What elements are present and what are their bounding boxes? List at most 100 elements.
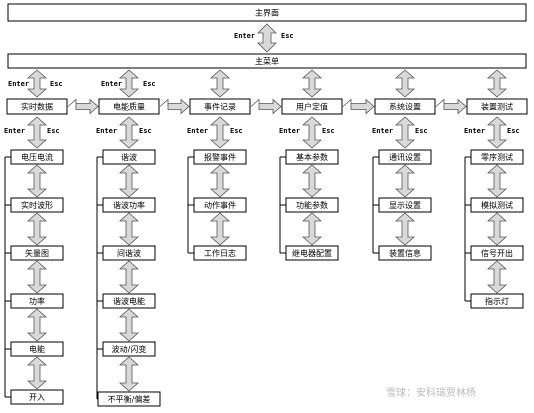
col3-item1-to-item2-arrow: [209, 164, 231, 198]
col6-item-enter-label: Enter: [464, 127, 485, 135]
main-to-menu-arrow: [257, 23, 277, 53]
col3-header-box: [189, 98, 251, 115]
col1-item3-to-item4-arrow: [26, 260, 48, 294]
col3-item3-label: 工作日志: [204, 248, 236, 258]
col1-header-box: [6, 98, 68, 115]
col5-header-label: 系统设置: [389, 102, 421, 112]
col4-item3-label: 继电器配置: [292, 248, 332, 258]
col5-item2-label: 显示设置: [389, 200, 421, 210]
main-menu-box: [7, 53, 527, 69]
col3-item-esc-label: Esc: [230, 127, 243, 135]
col3-header-to-item-arrow: [209, 116, 231, 149]
col4-header-box: [281, 98, 343, 115]
col2-header-label: 电能质量: [113, 102, 145, 112]
col6-header-to-item-arrow: [486, 116, 508, 149]
col5-item1-to-item2-arrow: [394, 164, 416, 198]
col1-item5-label: 电能: [29, 344, 45, 354]
col4-item1-to-item2-arrow: [301, 164, 323, 198]
col3-item-enter-label: Enter: [187, 127, 208, 135]
col2-item3-to-item4-arrow: [118, 260, 140, 294]
col6-header-box: [466, 98, 528, 115]
col2-enter-label: Enter: [101, 80, 122, 88]
col1-item3-label: 矢量图: [25, 248, 49, 258]
main-screen-label: 主界面: [255, 8, 279, 18]
col6-item-esc-label: Esc: [507, 127, 520, 135]
col2-item5-to-item6-arrow: [118, 356, 140, 392]
col5-header-box: [374, 98, 436, 115]
col4-item-esc-label: Esc: [322, 127, 335, 135]
col2-item4-label: 谐波电能: [113, 296, 145, 306]
header5-to-header6-arrow: [435, 98, 467, 115]
col2-header-box: [98, 98, 160, 115]
header4-to-header5-arrow: [342, 98, 375, 115]
col6-item3-to-item4-arrow: [486, 260, 508, 294]
col1-esc-label: Esc: [50, 80, 63, 88]
main-screen-box: [7, 3, 527, 22]
menu-to-col3-arrow: [209, 69, 231, 98]
col1-header-to-item-arrow: [26, 116, 48, 149]
menu-to-col6-arrow: [486, 69, 508, 98]
col3-header-label: 事件记录: [204, 102, 236, 112]
header2-to-header3-arrow: [159, 98, 190, 115]
col1-header-label: 实时数据: [21, 102, 53, 112]
col2-item-esc-label: Esc: [139, 127, 152, 135]
col6-item3-label: 信号开出: [481, 248, 513, 258]
col2-item5-label: 波动/闪变: [112, 344, 147, 354]
col2-item1-label: 谐波: [121, 152, 137, 162]
col4-item1-label: 基本参数: [296, 152, 328, 162]
col2-header-to-item-arrow: [118, 116, 140, 149]
col5-item2-to-item3-arrow: [394, 212, 416, 246]
col5-item3-label: 装置信息: [389, 248, 421, 258]
col3-item2-label: 动作事件: [204, 200, 236, 210]
col3-item2-to-item3-arrow: [209, 212, 231, 246]
col1-enter-label: Enter: [8, 80, 29, 88]
esc-key-label: Esc: [281, 32, 294, 40]
col2-item1-to-item2-arrow: [118, 164, 140, 198]
col1-item4-to-item5-arrow: [26, 308, 48, 342]
col6-item1-to-item2-arrow: [486, 164, 508, 198]
watermark-text: 雪球：安科瑞贾林杨: [386, 386, 476, 399]
col1-item2-to-item3-arrow: [26, 212, 48, 246]
col1-item1-label: 电压电流: [21, 152, 53, 162]
col1-item2-label: 实时波形: [21, 200, 53, 210]
col6-item1-label: 零序测试: [481, 152, 513, 162]
col1-item5-to-item6-arrow: [26, 356, 48, 390]
col5-item1-label: 通讯设置: [389, 152, 421, 162]
col6-item4-label: 指示灯: [485, 296, 509, 306]
col2-item2-label: 谐波功率: [113, 200, 145, 210]
col5-item-esc-label: Esc: [415, 127, 428, 135]
col4-item2-label: 功能参数: [296, 200, 328, 210]
col6-header-label: 装置测试: [481, 102, 513, 112]
menu-to-col5-arrow: [394, 69, 416, 98]
col2-item2-to-item3-arrow: [118, 212, 140, 246]
col6-item2-label: 模拟测试: [481, 200, 513, 210]
col6-item2-to-item3-arrow: [486, 212, 508, 246]
col2-item-enter-label: Enter: [96, 127, 117, 135]
col4-header-label: 用户定值: [296, 102, 328, 112]
col1-item1-to-item2-arrow: [26, 164, 48, 198]
menu-to-col4-arrow: [301, 69, 323, 98]
col4-item-enter-label: Enter: [279, 127, 300, 135]
col1-item-enter-label: Enter: [4, 127, 25, 135]
col5-header-to-item-arrow: [394, 116, 416, 149]
menu-to-col1-arrow: [26, 69, 48, 98]
menu-to-col2-arrow: [118, 69, 140, 98]
col4-item2-to-item3-arrow: [301, 212, 323, 246]
col4-header-to-item-arrow: [301, 116, 323, 149]
header3-to-header4-arrow: [250, 98, 282, 115]
col2-item4-to-item5-arrow: [118, 308, 140, 342]
col5-item-enter-label: Enter: [372, 127, 393, 135]
col1-item4-label: 功率: [29, 296, 45, 306]
header1-to-header2-arrow: [67, 98, 99, 115]
col1-item-esc-label: Esc: [47, 127, 60, 135]
col2-item3-label: 间谐波: [117, 248, 141, 258]
col1-item6-label: 开入: [29, 393, 45, 402]
enter-key-label: Enter: [234, 32, 255, 40]
col2-esc-label: Esc: [143, 80, 156, 88]
col2-item6-label: 不平衡/偏差: [108, 394, 151, 404]
main-menu-label: 主菜单: [255, 56, 279, 66]
col3-item1-label: 报警事件: [204, 152, 236, 162]
